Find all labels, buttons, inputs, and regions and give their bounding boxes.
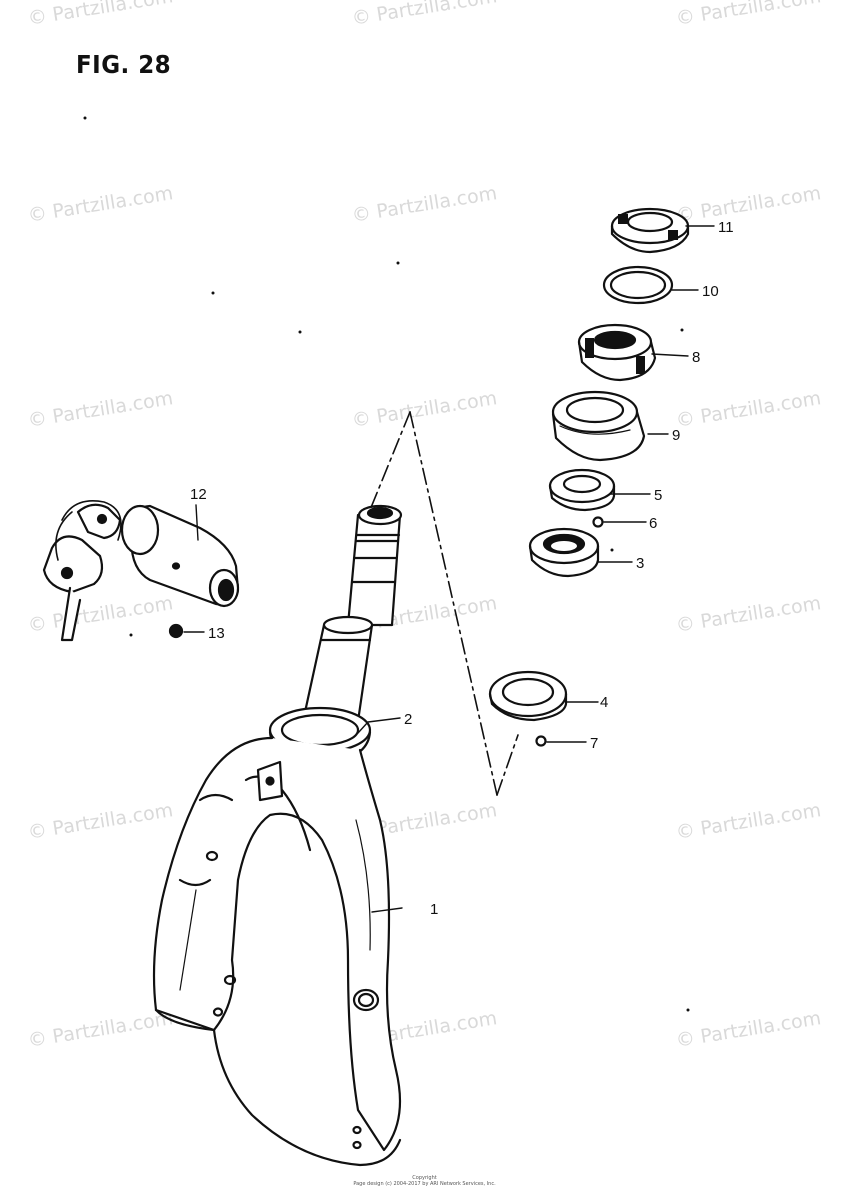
specks — [83, 116, 690, 1012]
ball-part-7 — [535, 735, 547, 747]
cone-race-part-3 — [528, 527, 600, 578]
callout-labels: 1 2 3 4 5 6 7 8 9 10 11 12 13 — [190, 219, 734, 918]
steering-stem-part-1 — [152, 504, 403, 1167]
callout-13: 13 — [208, 625, 225, 642]
bolt-part-13 — [168, 623, 184, 639]
copyright-line-2: Page design (c) 2004-2017 by ARI Network… — [353, 1181, 496, 1187]
leader-lines — [183, 225, 715, 913]
snap-ring-part-10 — [602, 265, 674, 305]
upper-race-part-5 — [548, 468, 616, 512]
dust-seal-part-9 — [551, 390, 646, 462]
alignment-lines — [369, 411, 519, 796]
callout-8: 8 — [692, 349, 700, 366]
steering-lock-part-12 — [42, 500, 240, 642]
callout-5: 5 — [654, 487, 662, 504]
callout-11: 11 — [718, 219, 734, 236]
callout-2: 2 — [404, 711, 412, 728]
ring-nut-part-11 — [610, 207, 690, 254]
callout-4: 4 — [600, 694, 608, 711]
callout-6: 6 — [649, 515, 657, 532]
steering-nut-part-8 — [577, 323, 657, 382]
callout-10: 10 — [702, 283, 719, 300]
callout-9: 9 — [672, 427, 680, 444]
copyright-line-1: Copyright — [412, 1175, 437, 1181]
callout-12: 12 — [190, 486, 207, 503]
copyright-footer: Copyright Page design (c) 2004-2017 by A… — [0, 1175, 849, 1187]
figure-title: FIG. 28 — [76, 50, 172, 79]
callout-3: 3 — [636, 555, 644, 572]
lower-seal-part-4 — [488, 670, 568, 722]
ball-part-6 — [592, 516, 604, 528]
callout-7: 7 — [590, 735, 598, 752]
callout-1: 1 — [430, 901, 438, 918]
